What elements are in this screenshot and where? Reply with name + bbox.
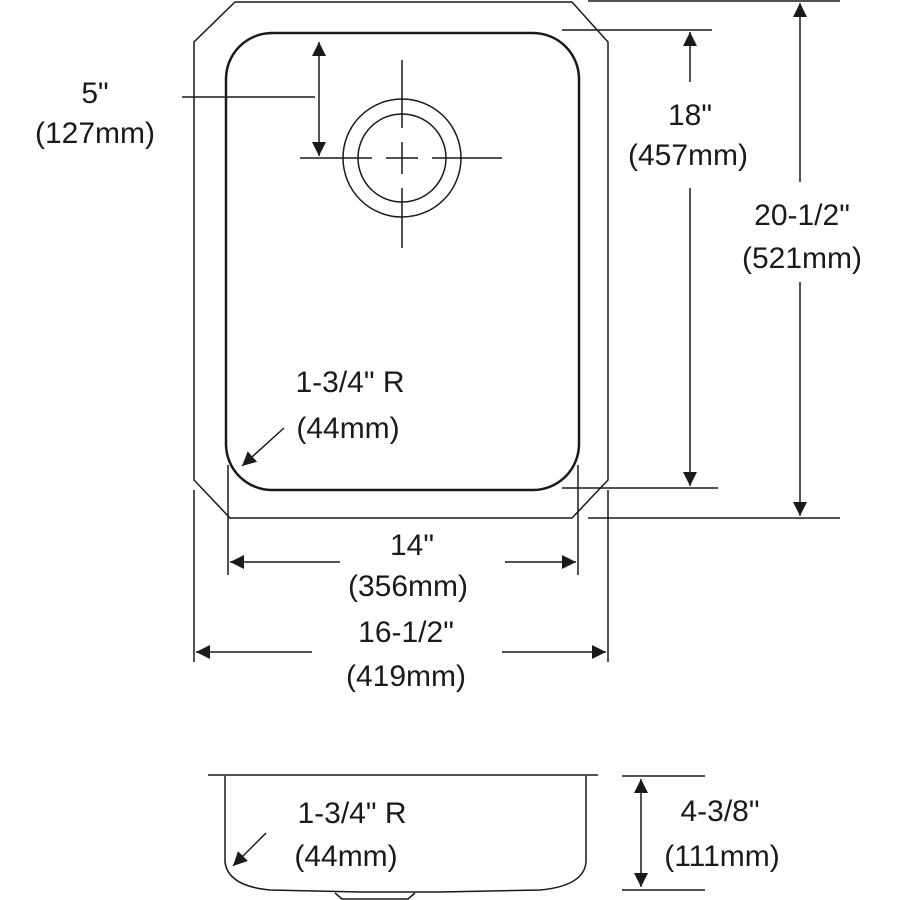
side-view: 1-3/4" R (44mm) 4-3/8" (111mm) <box>208 774 780 900</box>
side-bowl-profile <box>224 776 587 893</box>
drain-offset-imperial: 5" <box>81 77 108 110</box>
corner-radius-imperial: 1-3/4" R <box>295 366 404 399</box>
bowl-width-metric: (356mm) <box>348 570 468 603</box>
drain-offset-metric: (127mm) <box>35 117 155 150</box>
bowl-outline <box>224 31 581 492</box>
depth-imperial: 4-3/8" <box>680 795 759 828</box>
corner-radius-metric: (44mm) <box>296 412 399 445</box>
overall-length-metric: (521mm) <box>742 242 862 275</box>
depth-metric: (111mm) <box>664 840 780 873</box>
side-radius-metric: (44mm) <box>294 840 397 873</box>
sink-rim-outline <box>193 1 609 519</box>
drain-centerline <box>300 60 502 248</box>
overall-width-metric: (419mm) <box>346 660 466 693</box>
side-drain-outlet <box>334 892 416 900</box>
top-view: 5" (127mm) 18" (457mm) 20-1/2" (521mm) 1… <box>35 0 862 693</box>
bowl-length-imperial: 18" <box>668 99 712 132</box>
overall-length-imperial: 20-1/2" <box>754 199 850 232</box>
overall-width-imperial: 16-1/2" <box>358 616 454 649</box>
corner-radius-arrow <box>241 427 285 467</box>
drain <box>300 60 502 248</box>
side-radius-imperial: 1-3/4" R <box>297 797 406 830</box>
bowl-length-metric: (457mm) <box>628 139 748 172</box>
bowl-width-imperial: 14" <box>390 529 434 562</box>
side-radius-arrow <box>232 832 267 867</box>
